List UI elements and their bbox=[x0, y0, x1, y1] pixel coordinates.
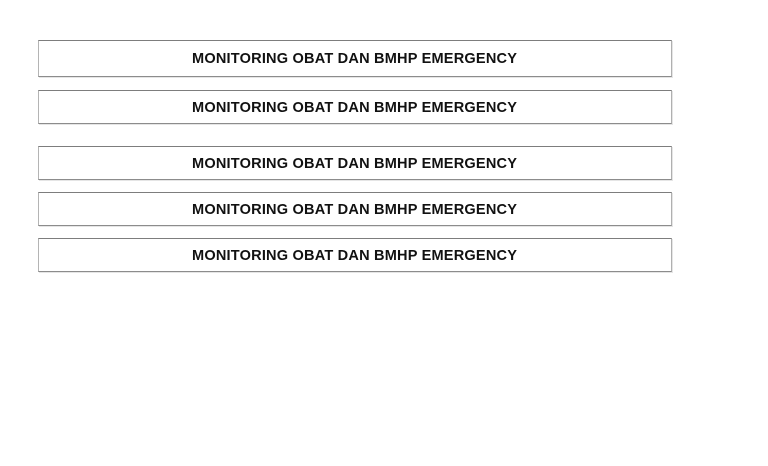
title-bar-4-label: MONITORING OBAT DAN BMHP EMERGENCY bbox=[192, 200, 518, 218]
title-bar-4[interactable]: MONITORING OBAT DAN BMHP EMERGENCY bbox=[38, 192, 672, 226]
title-bar-1-label: MONITORING OBAT DAN BMHP EMERGENCY bbox=[192, 50, 518, 67]
title-bar-5[interactable]: MONITORING OBAT DAN BMHP EMERGENCY bbox=[38, 238, 672, 272]
title-bar-3-label: MONITORING OBAT DAN BMHP EMERGENCY bbox=[192, 154, 518, 172]
title-bar-2[interactable]: MONITORING OBAT DAN BMHP EMERGENCY bbox=[38, 90, 672, 124]
title-bar-5-label: MONITORING OBAT DAN BMHP EMERGENCY bbox=[192, 246, 518, 264]
title-bar-3[interactable]: MONITORING OBAT DAN BMHP EMERGENCY bbox=[38, 146, 672, 180]
title-bar-1[interactable]: MONITORING OBAT DAN BMHP EMERGENCY bbox=[38, 40, 672, 77]
title-bar-2-label: MONITORING OBAT DAN BMHP EMERGENCY bbox=[192, 98, 518, 116]
